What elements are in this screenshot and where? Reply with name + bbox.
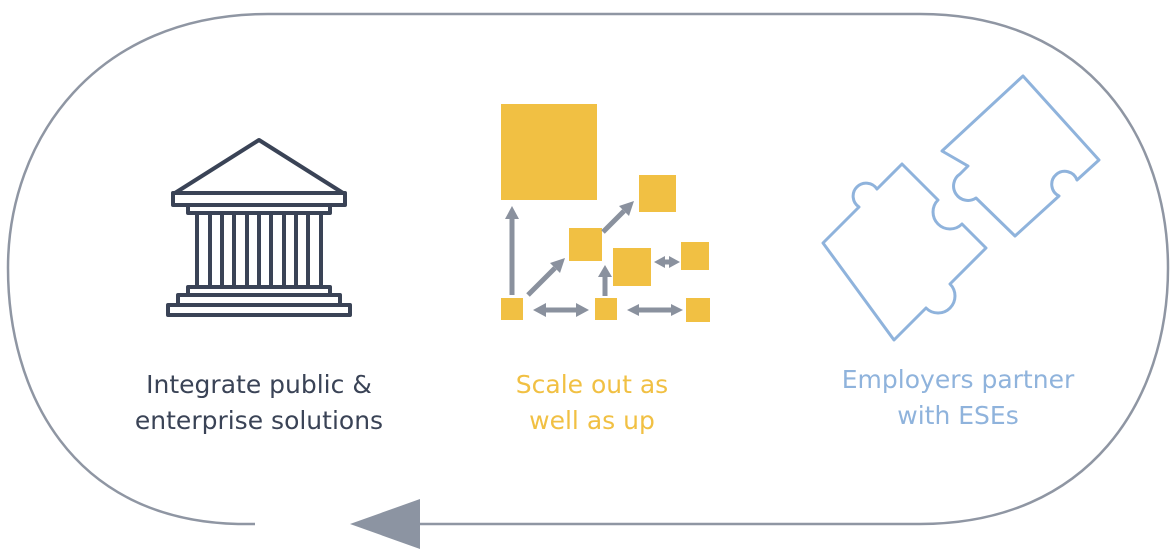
step-3-caption-line-2: with ESEs [897, 401, 1018, 430]
scaling-boxes-icon [501, 104, 710, 322]
step-1-caption-line-2: enterprise solutions [135, 406, 383, 435]
government-building-icon [166, 138, 352, 317]
step-3-caption-line-1: Employers partner [842, 365, 1075, 394]
step-2-caption-line-2: well as up [529, 406, 655, 435]
puzzle-pieces-icon [821, 74, 1101, 342]
puzzle-piece-right [940, 74, 1101, 238]
cycle-loop-line [6, 12, 1170, 526]
step-1-caption-line-1: Integrate public & [146, 370, 372, 399]
puzzle-piece-left [821, 162, 988, 342]
step-2-caption-line-1: Scale out as [516, 370, 668, 399]
cycle-arrowhead [350, 499, 420, 549]
